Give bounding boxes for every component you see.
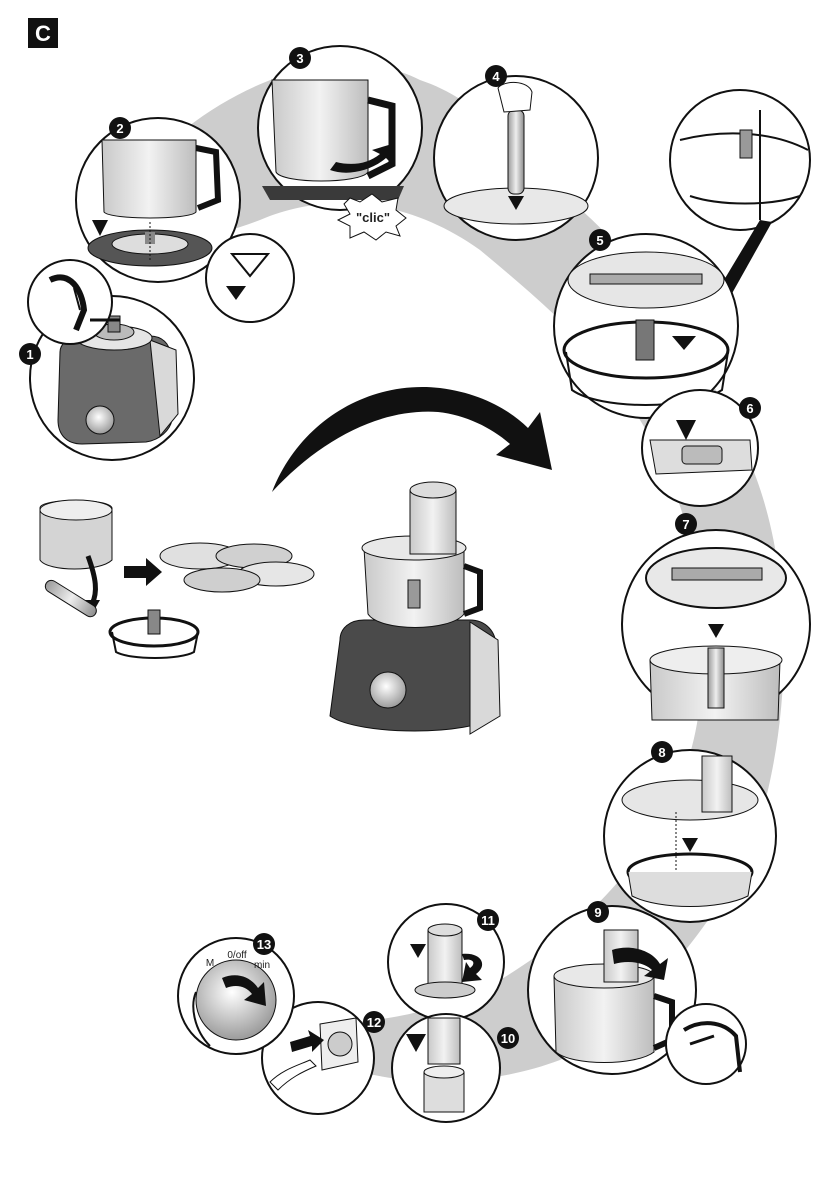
step-2-number: 2 bbox=[116, 121, 123, 136]
step-11-illustration: 11 bbox=[388, 904, 504, 1020]
step-10-number: 10 bbox=[501, 1031, 515, 1046]
dial-min-label: min bbox=[254, 960, 270, 971]
big-rotation-arrow bbox=[272, 387, 552, 492]
step-1-illustration: 1 bbox=[19, 260, 194, 460]
step-3-number: 3 bbox=[296, 51, 303, 66]
step-8-number: 8 bbox=[658, 745, 665, 760]
step-5-number: 5 bbox=[596, 233, 603, 248]
step-12-number: 12 bbox=[367, 1015, 381, 1030]
step-4-number: 4 bbox=[492, 69, 500, 84]
dial-onoff-label: 0/off bbox=[227, 950, 246, 961]
step-9-number: 9 bbox=[594, 905, 601, 920]
step-7-illustration: 7 bbox=[622, 513, 810, 720]
dial-max-label: M bbox=[206, 958, 214, 969]
step-9-illustration: 9 bbox=[528, 901, 746, 1084]
section-label: C bbox=[35, 21, 51, 46]
section-badge: C bbox=[28, 18, 58, 48]
step-1-number: 1 bbox=[26, 347, 33, 362]
step-6-number: 6 bbox=[746, 401, 753, 416]
clic-callout: "clic" bbox=[356, 210, 390, 225]
accessories-group bbox=[40, 500, 314, 658]
step-13-number: 13 bbox=[257, 937, 271, 952]
step-4-illustration: 4 bbox=[434, 65, 598, 240]
food-processor-main bbox=[330, 482, 500, 734]
step-11-number: 11 bbox=[481, 913, 495, 928]
step-13-illustration: 0/off M min 13 bbox=[178, 933, 294, 1054]
step-10-illustration: 10 bbox=[392, 1014, 519, 1122]
step-7-number: 7 bbox=[682, 517, 689, 532]
